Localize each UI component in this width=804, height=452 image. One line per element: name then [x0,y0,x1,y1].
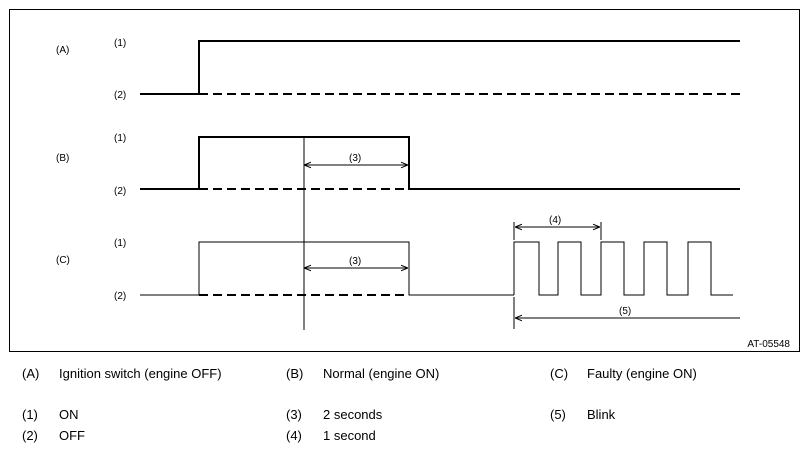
row-label-b: (B) [56,153,69,164]
legend-key: (B) [286,366,304,381]
dimension-4-label: (4) [549,215,561,226]
legend-text: 1 second [323,428,376,443]
legend-text: Ignition switch (engine OFF) [59,366,222,381]
figure-id: AT-05548 [747,339,790,350]
row-b-signal [140,136,740,190]
legend-key: (5) [550,407,566,422]
legend-text: OFF [59,428,85,443]
row-b-level-off: (2) [114,186,126,197]
row-a-on-signal [140,40,740,95]
row-a-level-on: (1) [114,38,126,49]
legend-text: Blink [587,407,616,422]
blink-pulse-train [513,241,733,296]
row-label-a: (A) [56,45,69,56]
legend-key: (C) [550,366,569,381]
legend-key: (3) [286,407,302,422]
dimension-3-label-b: (3) [349,153,361,164]
legend-key: (2) [22,428,38,443]
legend-text: ON [59,407,79,422]
row-b-level-on: (1) [114,133,126,144]
legend-key: (A) [22,366,40,381]
dimension-3-label-c: (3) [349,256,361,267]
legend-key: (1) [22,407,38,422]
diagram-frame [9,9,800,352]
legend-text: 2 seconds [323,407,383,422]
legend-key: (4) [286,428,302,443]
row-label-c: (C) [56,255,70,266]
row-c-level-on: (1) [114,238,126,249]
row-a-level-off: (2) [114,90,126,101]
legend-text: Faulty (engine ON) [587,366,697,381]
row-c-level-off: (2) [114,291,126,302]
dimension-5-label: (5) [619,306,631,317]
legend-text: Normal (engine ON) [323,366,440,381]
